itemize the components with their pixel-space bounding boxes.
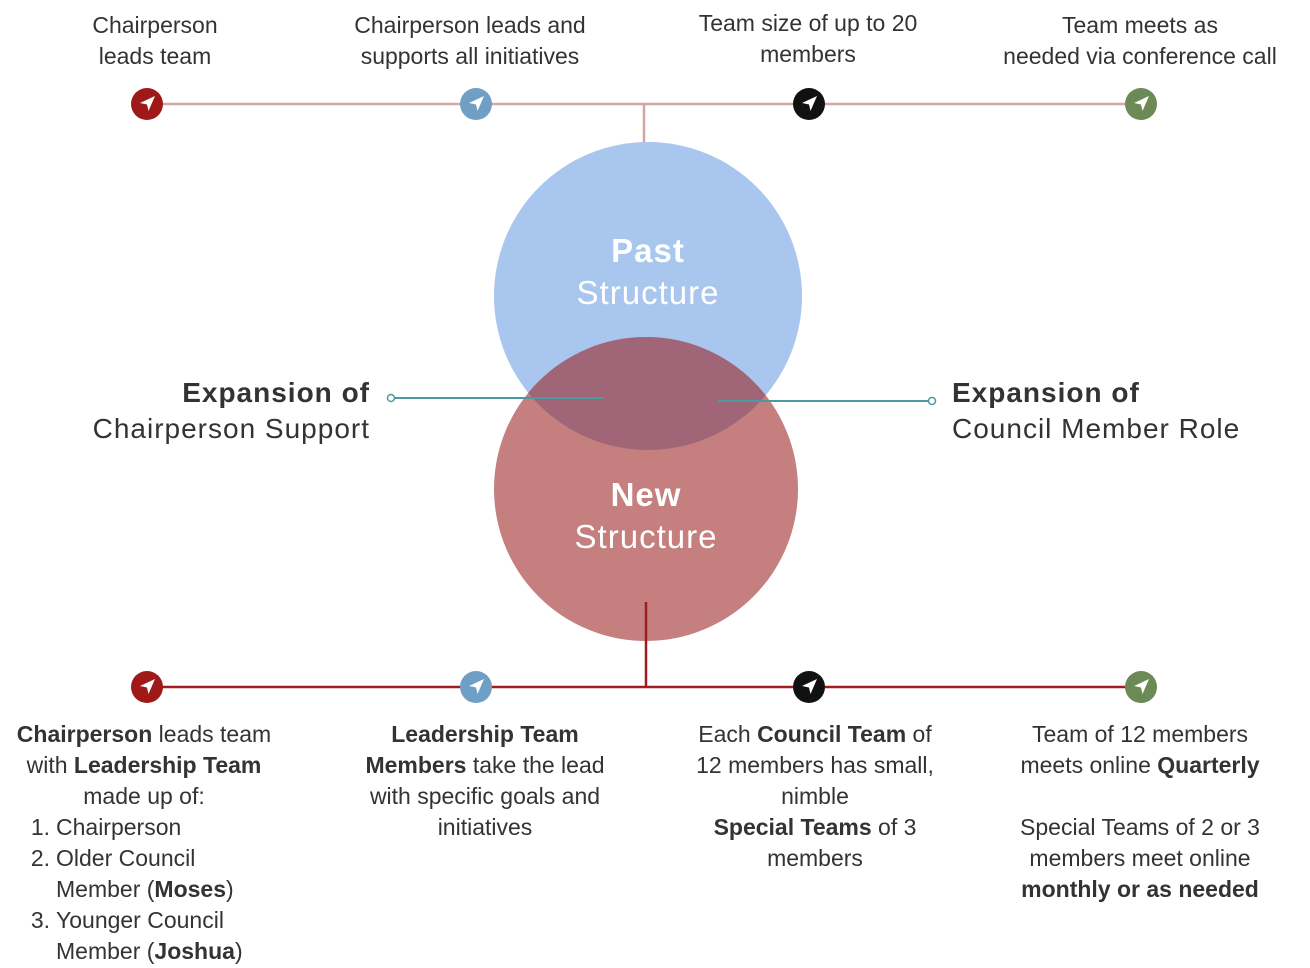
list-text-2: Member ( [56,938,155,964]
list-bold-name: Moses [154,876,226,902]
navigation-arrow-icon [1125,671,1157,703]
list-text-2: Member ( [56,876,155,902]
new-point-2: Leadership Team Members take the lead wi… [350,719,620,843]
new-p3-bold-special: Special Teams [713,814,872,840]
new-point-1: Chairperson leads team with Leadership T… [0,719,288,967]
new-title-bold: New [610,476,682,513]
new-p2-bold-1: Leadership Team [391,721,579,747]
expansion-right-rest: Council Member Role [952,413,1241,444]
navigation-arrow-icon [131,88,163,120]
new-p1-bold-chairperson: Chairperson [16,721,153,747]
past-point-1: Chairperson leads team [92,12,218,69]
new-p4-bold-quarterly: Quarterly [1157,752,1260,778]
new-structure-title: New Structure [546,474,746,558]
navigation-arrow-icon [793,88,825,120]
new-p3-text-3: nimble [781,783,849,809]
new-p2-text-4: initiatives [437,814,533,840]
new-p1-bold-leadership: Leadership Team [73,752,262,778]
navigation-arrow-icon [131,671,163,703]
new-p3-text-2: 12 members has small, [696,752,934,778]
past-point-3: Team size of up to 20 members [698,10,918,67]
list-text: Younger Council [56,907,224,933]
new-p4-text-2: meets online [1020,752,1158,778]
new-p2-text-3: with specific goals and [369,783,601,809]
list-bold-name: Joshua [154,938,235,964]
expansion-left-label: Expansion of Chairperson Support [93,375,370,447]
list-end: ) [234,938,243,964]
list-number: 3. [30,907,50,933]
new-title-rest: Structure [574,518,718,555]
navigation-arrow-icon [460,88,492,120]
navigation-arrow-icon [1125,88,1157,120]
new-p4-text-4: members meet online [1029,845,1251,871]
new-p3-bold-council: Council Team [757,721,907,747]
new-p3-text-1b: of [906,721,932,747]
new-p2-bold-2: Members [365,752,467,778]
list-text: Chairperson [56,814,182,840]
new-point-3: Each Council Team of 12 members has smal… [670,719,960,874]
new-p1-text-3: made up of: [83,783,205,809]
past-title-bold: Past [611,232,685,269]
expansion-right-dot [927,396,937,406]
past-structure-title: Past Structure [548,230,748,314]
past-title-rest: Structure [576,274,720,311]
new-p4-text-1: Team of 12 members [1031,721,1249,747]
expansion-right-bold: Expansion of [952,377,1140,408]
navigation-arrow-icon [460,671,492,703]
new-p1-text-2: with [26,752,74,778]
new-p3-text-1: Each [698,721,758,747]
list-text: Older Council [56,845,196,871]
new-p3-text-4: of 3 [871,814,917,840]
new-p3-text-5: members [767,845,863,871]
list-item: 1.Chairperson [14,812,288,843]
list-end: ) [226,876,234,902]
past-point-4: Team meets as needed via conference call [1003,12,1277,69]
list-number: 1. [30,814,50,840]
overlap-region [494,337,798,450]
list-number: 2. [30,845,50,871]
expansion-left-dot [386,393,396,403]
new-p1-text-1: leads team [152,721,272,747]
new-p4-bold-monthly: monthly or as needed [1021,876,1259,902]
expansion-left-rest: Chairperson Support [92,413,370,444]
new-p4-text-3: Special Teams of 2 or 3 [1020,814,1260,840]
past-point-2: Chairperson leads and supports all initi… [354,12,586,69]
new-point-4: Team of 12 members meets online Quarterl… [990,719,1290,905]
expansion-left-bold: Expansion of [182,377,370,408]
new-p2-text-2: take the lead [466,752,605,778]
expansion-right-label: Expansion of Council Member Role [952,375,1240,447]
navigation-arrow-icon [793,671,825,703]
